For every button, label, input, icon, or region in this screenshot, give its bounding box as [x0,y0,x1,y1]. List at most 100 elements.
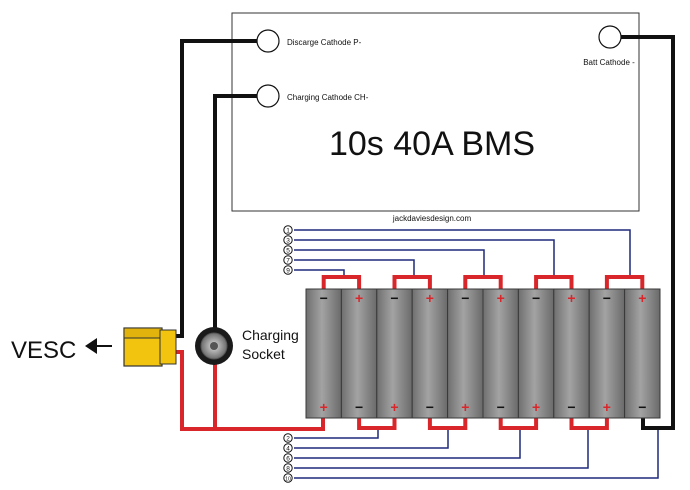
series-link-top [463,275,503,289]
battery-cell: +− [624,288,661,419]
charging-terminal [256,84,280,108]
cell-body [376,288,413,419]
vesc-label: VESC [11,337,76,364]
positive-main-wire [175,350,325,431]
series-link-top [392,275,432,289]
balance-lead-number: 7 [286,258,290,265]
cell-bottom-polarity: − [567,399,575,415]
discharge-terminal-label: Discarge Cathode P- [287,38,362,47]
cell-bottom-polarity: − [355,399,363,415]
balance-wire-bottom [294,430,521,459]
cell-top-polarity: − [532,290,540,306]
balance-lead-marker: 10 [283,473,293,483]
cell-top-polarity: + [497,290,505,306]
battery-terminal [598,25,622,49]
battery-cell: +− [553,288,590,419]
cell-bottom-polarity: + [532,399,540,415]
cell-top-polarity: − [320,290,328,306]
series-link-top [604,275,645,289]
balance-lead-marker: 1 [283,225,293,235]
balance-wire-top [294,239,555,275]
cell-body [553,288,590,419]
balance-lead-number: 1 [286,228,290,235]
battery-cell: −+ [517,288,555,419]
connector-top [123,327,163,339]
cell-bottom-polarity: + [461,399,469,415]
website-label: jackdaviesdesign.com [392,214,472,223]
balance-wire-bottom [294,430,379,439]
battery-cell: +− [411,288,449,419]
balance-wire-top [294,269,345,275]
balance-lead-marker: 7 [283,255,293,265]
series-link-top [321,275,362,289]
xt-connector [123,327,177,367]
balance-lead-number: 2 [286,436,290,443]
discharge-wire [174,39,257,338]
bms-outline [231,12,640,212]
socket-label-line1: Charging [242,327,299,343]
series-link-bottom [569,418,609,430]
balance-lead-marker: 3 [283,235,293,245]
balance-wire-bottom [294,430,659,479]
cell-top-polarity: − [461,290,469,306]
battery-cell: −+ [588,288,626,419]
cell-top-polarity: − [390,290,398,306]
connector-lip [159,329,177,365]
cell-bottom-polarity: − [426,399,434,415]
bms-title: 10s 40A BMS [329,125,535,163]
series-link-top [534,275,574,289]
red-wires [175,350,325,431]
battery-cell: −+ [376,288,413,419]
balance-lead-number: 6 [286,456,290,463]
balance-lead-number: 9 [286,268,290,275]
cell-body [624,288,661,419]
battery-cell: −+ [305,288,342,419]
balance-wire-top [294,249,485,275]
cell-body [305,288,342,419]
balance-wire-top [294,259,415,275]
cell-body [517,288,555,419]
cell-bottom-polarity: + [603,399,611,415]
socket-pin [210,342,218,350]
cell-bottom-polarity: − [638,399,646,415]
cell-links [321,275,645,430]
balance-lead-marker: 5 [283,245,293,255]
cell-top-polarity: + [567,290,575,306]
series-link-bottom [498,418,539,430]
cell-body [482,288,519,419]
balance-lead-marker: 4 [283,443,293,453]
cell-bottom-polarity: + [390,399,398,415]
black-wires [174,35,675,430]
balance-wire-top [294,229,631,275]
vesc-arrow [85,338,112,354]
balance-wire-bottom [294,430,589,469]
balance-lead-marker: 8 [283,463,293,473]
socket-label-line2: Socket [242,346,285,362]
balance-lead-number: 5 [286,248,290,255]
battery-pack: −++−−++−−++−−++−−++− [305,288,661,419]
battery-negative-wire [621,35,675,430]
cell-top-polarity: + [355,290,363,306]
cell-body [340,288,378,419]
bms-board: 10s 40A BMS jackdaviesdesign.com Discarg… [231,12,640,223]
discharge-terminal [256,29,280,53]
cell-top-polarity: + [638,290,646,306]
balance-lead-marker: 6 [283,453,293,463]
battery-terminal-label: Batt Cathode - [583,58,635,67]
balance-wire-bottom [294,430,449,449]
cell-body [411,288,449,419]
balance-wires [294,229,659,479]
balance-lead-marker: 2 [283,433,293,443]
balance-lead-marker: 9 [283,265,293,275]
balance-lead-number: 4 [286,446,290,453]
balance-markers: 1 3 5 7 9 2 4 68 10 [283,225,293,483]
balance-lead-number: 3 [286,238,290,245]
balance-lead-number: 10 [285,477,291,483]
cell-body [447,288,484,419]
charging-terminal-label: Charging Cathode CH- [287,93,369,102]
cell-body [588,288,626,419]
battery-cell: +− [482,288,519,419]
series-link-bottom [427,418,468,430]
battery-cell: −+ [447,288,484,419]
